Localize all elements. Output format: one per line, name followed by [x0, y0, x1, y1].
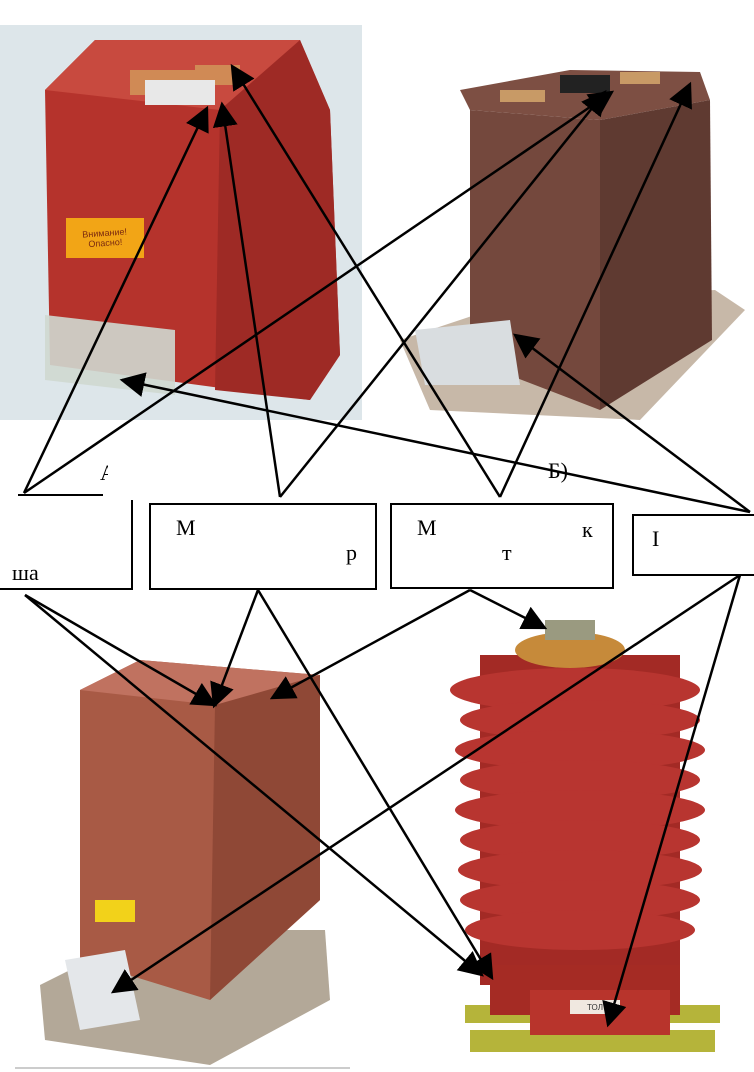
callout-4-text: І	[652, 526, 660, 551]
panel-a-label: А)	[100, 460, 108, 485]
callout-3-text-a: М	[417, 515, 437, 540]
callout-box-1: ша	[0, 500, 133, 590]
callout-box-3: М к т	[390, 503, 614, 589]
callout-3-text-c: т	[502, 540, 512, 565]
photo-a-red-transformer	[0, 25, 362, 420]
callout-2-text-b: р	[346, 540, 357, 565]
callout-3-text-b: к	[582, 517, 593, 542]
panel-b-label: Б)	[548, 458, 568, 483]
warning-sticker	[66, 218, 144, 258]
callout-1-text: ша	[12, 560, 39, 585]
callout-arrows	[22, 63, 751, 1028]
warning-sticker-text: Внимание! Опасно!	[81, 226, 128, 250]
nameplate-text: ТОЛ	[587, 1002, 603, 1012]
callout-2-text-a: М	[176, 515, 196, 540]
photo-d-insulator-transformer	[450, 620, 720, 1052]
photo-c-terracotta-transformer	[40, 660, 330, 1065]
callout-box-4: І	[632, 514, 754, 576]
photo-b-brown-transformer	[400, 70, 745, 420]
callout-box-2: М р	[149, 503, 377, 590]
